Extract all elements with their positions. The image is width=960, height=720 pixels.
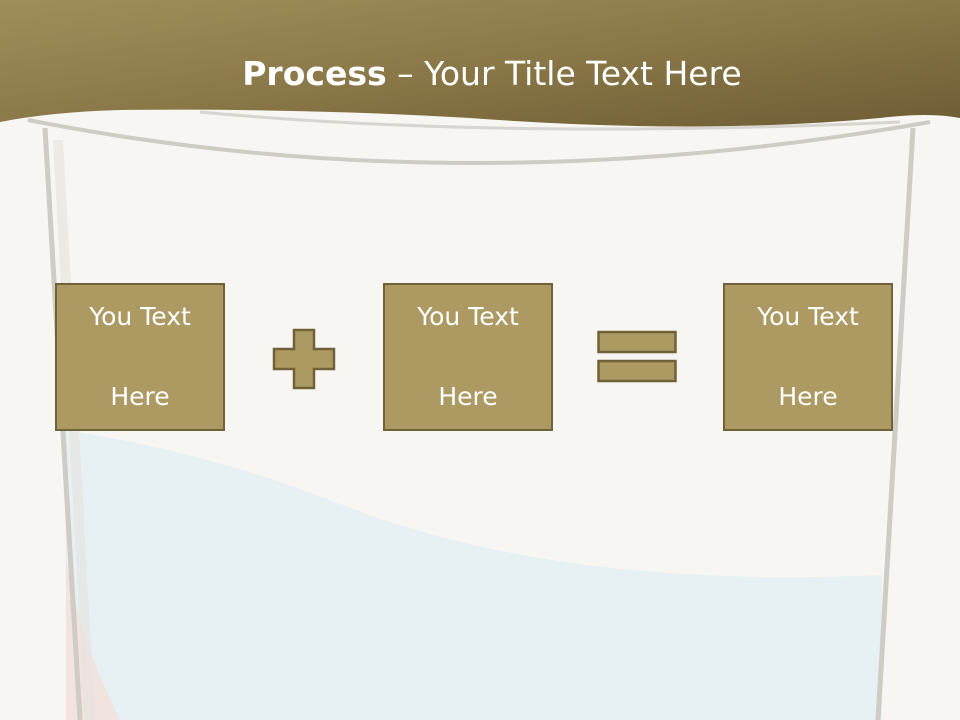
liquid-blue-layer: [64, 430, 882, 720]
page-title: Process – Your Title Text Here: [0, 52, 960, 96]
equals-icon: [597, 330, 677, 383]
text-box-1-line1: You Text: [89, 302, 191, 331]
liquid-pink-layer: [66, 470, 120, 720]
title-bold: Process: [242, 54, 387, 93]
glass-rim: [27, 118, 931, 165]
header-band: [0, 0, 960, 127]
glass-right-wall: [875, 127, 916, 720]
text-box-2-line2: Here: [438, 382, 498, 411]
title-rest: – Your Title Text Here: [386, 54, 742, 93]
text-box-3-line1: You Text: [757, 302, 859, 331]
text-box-1-line2: Here: [110, 382, 170, 411]
plus-icon: [272, 328, 336, 390]
text-box-3-line2: Here: [778, 382, 838, 411]
text-box-2-line1: You Text: [417, 302, 519, 331]
